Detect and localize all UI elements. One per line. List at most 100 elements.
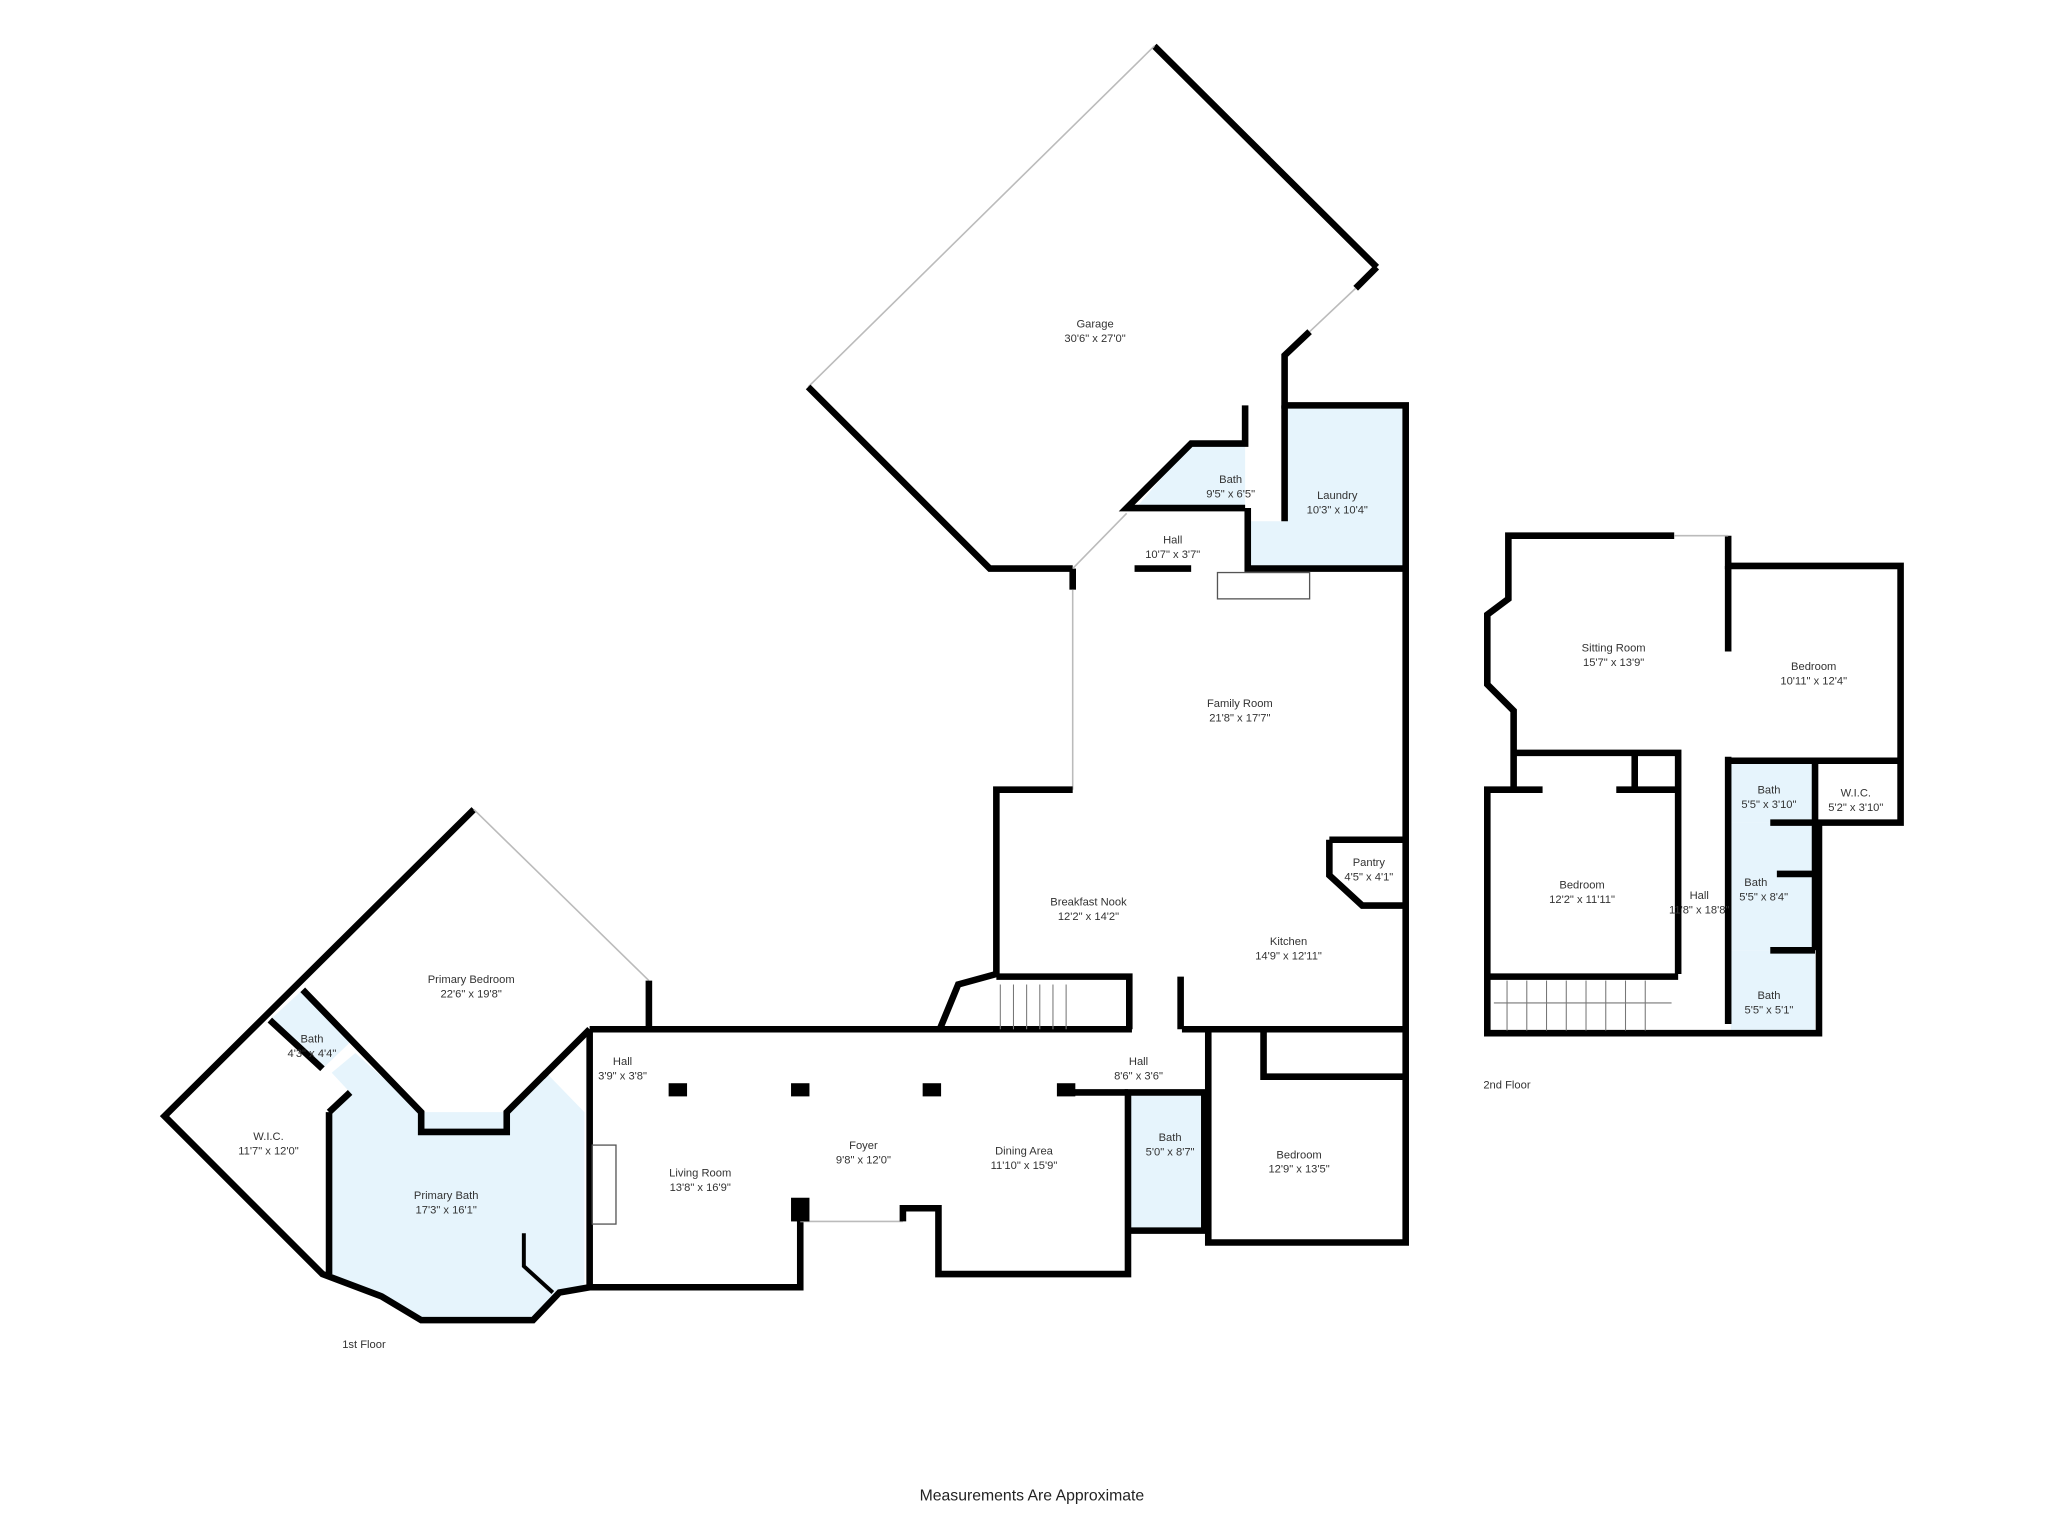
svg-text:11'10" x 15'9": 11'10" x 15'9" <box>991 1160 1058 1172</box>
svg-text:22'6" x 19'8": 22'6" x 19'8" <box>441 989 502 1001</box>
svg-text:21'8" x 17'7": 21'8" x 17'7" <box>1209 712 1270 724</box>
room-label-wic: W.I.C. 11'7" x 12'0" <box>238 1131 298 1157</box>
room-label-upper-wic: W.I.C.5'2" x 3'10" <box>1828 787 1883 813</box>
svg-text:5'5" x 3'10": 5'5" x 3'10" <box>1741 799 1796 811</box>
svg-text:W.I.C.: W.I.C. <box>253 1131 283 1143</box>
room-label-sitting-room: Sitting Room 15'7" x 13'9" <box>1582 643 1646 669</box>
svg-text:12'2" x 11'11": 12'2" x 11'11" <box>1549 894 1615 906</box>
svg-text:Hall: Hall <box>613 1056 632 1068</box>
room-label-bedroom-front: Bedroom 12'9" x 13'5" <box>1268 1149 1329 1175</box>
room-label-laundry: Laundry 10'3" x 10'4" <box>1307 490 1368 516</box>
svg-text:14'9" x 12'11": 14'9" x 12'11" <box>1255 951 1322 963</box>
room-label-upper-bath-1: Bath 5'5" x 3'10" <box>1741 785 1796 811</box>
walls-2nd-floor <box>1484 532 1904 1037</box>
svg-text:4'3" x 4'4": 4'3" x 4'4" <box>288 1048 337 1060</box>
upper-bath-3-fill <box>1730 950 1816 1031</box>
room-label-bath-front: Bath 5'0" x 8'7" <box>1146 1132 1195 1158</box>
primary-small-bath-fill <box>269 989 353 1069</box>
upper-bath-1-fill <box>1730 760 1816 823</box>
svg-text:9'8" x 12'0": 9'8" x 12'0" <box>836 1155 891 1167</box>
laundry-fill <box>1247 408 1404 566</box>
room-label-bath: Bath 9'5" x 6'5" <box>1206 474 1255 500</box>
svg-text:17'3" x 16'1": 17'3" x 16'1" <box>416 1205 477 1217</box>
room-label-breakfast-nook: Breakfast Nook 12'2" x 14'2" <box>1050 897 1127 923</box>
svg-text:15'7" x 13'9": 15'7" x 13'9" <box>1583 657 1644 669</box>
svg-text:Garage: Garage <box>1076 319 1113 331</box>
svg-text:Bedroom: Bedroom <box>1559 879 1604 891</box>
room-label-upper-hall: Hall 11'8" x 18'8" <box>1669 890 1729 916</box>
svg-text:11'8" x 18'8": 11'8" x 18'8" <box>1669 904 1729 916</box>
room-label-garage: Garage 30'6" x 27'0" <box>1064 319 1125 345</box>
svg-text:8'6" x 3'6": 8'6" x 3'6" <box>1114 1070 1163 1082</box>
svg-text:9'5" x 6'5": 9'5" x 6'5" <box>1206 489 1255 501</box>
upper-bath-2-fill <box>1730 822 1816 951</box>
svg-text:Kitchen: Kitchen <box>1270 936 1307 948</box>
svg-text:Bath: Bath <box>1757 785 1780 797</box>
room-label-living-room: Living Room 13'8" x 16'9" <box>669 1168 731 1194</box>
svg-text:Sitting Room: Sitting Room <box>1582 643 1646 655</box>
floor-label-2nd: 2nd Floor <box>1483 1079 1530 1091</box>
svg-text:5'2" x 3'10": 5'2" x 3'10" <box>1828 802 1883 814</box>
walls-1st-floor <box>159 43 1409 1324</box>
room-labels: Garage 30'6" x 27'0" Bath 9'5" x 6'5" Laun… <box>238 319 1883 1217</box>
primary-bath-fill <box>329 1052 585 1321</box>
svg-text:4'5" x 4'1": 4'5" x 4'1" <box>1344 872 1393 884</box>
svg-text:10'11" x 12'4": 10'11" x 12'4" <box>1780 675 1847 687</box>
fireplace-living-room <box>591 1144 617 1225</box>
svg-text:Bedroom: Bedroom <box>1276 1149 1321 1161</box>
room-label-upper-bedroom-1: Bedroom 10'11" x 12'4" <box>1780 661 1847 687</box>
svg-text:Bath: Bath <box>1159 1132 1182 1144</box>
floor-label-1st: 1st Floor <box>342 1339 386 1351</box>
svg-text:Hall: Hall <box>1129 1056 1148 1068</box>
columns <box>668 1083 1076 1222</box>
footer-note: Measurements Are Approximate <box>920 1487 1145 1504</box>
room-label-primary-bath: Primary Bath 17'3" x 16'1" <box>414 1190 479 1216</box>
svg-text:Foyer: Foyer <box>849 1140 878 1152</box>
room-label-hall-front: Hall 8'6" x 3'6" <box>1114 1056 1163 1082</box>
wet-room-fills <box>269 408 1816 1321</box>
svg-text:Bath: Bath <box>1744 877 1767 889</box>
garage-bath-fill <box>1135 443 1246 509</box>
svg-text:Bath: Bath <box>1757 990 1780 1002</box>
svg-text:Primary Bedroom: Primary Bedroom <box>428 974 515 986</box>
room-label-primary-bedroom: Primary Bedroom 22'6" x 19'8" <box>428 974 515 1000</box>
svg-text:10'7" x 3'7": 10'7" x 3'7" <box>1145 549 1200 561</box>
svg-text:30'6" x 27'0": 30'6" x 27'0" <box>1064 333 1125 345</box>
room-label-primary-small-bath: Bath 4'3" x 4'4" <box>288 1033 337 1059</box>
svg-text:5'0" x 8'7": 5'0" x 8'7" <box>1146 1147 1195 1159</box>
svg-text:Bath: Bath <box>1219 474 1242 486</box>
room-label-foyer: Foyer 9'8" x 12'0" <box>836 1140 891 1166</box>
svg-text:Hall: Hall <box>1690 890 1709 902</box>
svg-text:Bedroom: Bedroom <box>1791 661 1836 673</box>
svg-text:5'5" x 5'1": 5'5" x 5'1" <box>1745 1004 1794 1016</box>
svg-text:13'8" x 16'9": 13'8" x 16'9" <box>670 1182 731 1194</box>
room-label-dining-area: Dining Area 11'10" x 15'9" <box>991 1145 1058 1171</box>
room-label-hall: Hall 10'7" x 3'7" <box>1145 535 1200 561</box>
svg-text:Hall: Hall <box>1163 535 1182 547</box>
room-label-upper-bath-2: Bath 5'5" x 8'4" <box>1739 877 1788 903</box>
room-label-kitchen: Kitchen 14'9" x 12'11" <box>1255 936 1322 962</box>
svg-text:Living Room: Living Room <box>669 1168 731 1180</box>
svg-text:Primary Bath: Primary Bath <box>414 1190 479 1202</box>
room-label-upper-bath-3: Bath 5'5" x 5'1" <box>1745 990 1794 1016</box>
svg-text:Laundry: Laundry <box>1317 490 1358 502</box>
svg-text:12'2" x 14'2": 12'2" x 14'2" <box>1058 911 1119 923</box>
svg-text:Bath: Bath <box>300 1033 323 1045</box>
bath-5-0-fill <box>1127 1092 1205 1229</box>
room-label-pantry: Pantry 4'5" x 4'1" <box>1344 857 1393 883</box>
svg-text:Pantry: Pantry <box>1353 857 1386 869</box>
staircase-1st-floor <box>999 984 1067 1030</box>
svg-text:11'7" x 12'0": 11'7" x 12'0" <box>238 1145 298 1157</box>
svg-text:Breakfast Nook: Breakfast Nook <box>1050 897 1127 909</box>
room-label-hall-small: Hall 3'9" x 3'8" <box>598 1056 647 1082</box>
svg-text:12'9" x 13'5": 12'9" x 13'5" <box>1268 1164 1329 1176</box>
svg-text:10'3" x 10'4": 10'3" x 10'4" <box>1307 504 1368 516</box>
fireplace-family-room <box>1216 571 1311 600</box>
svg-text:5'5" x 8'4": 5'5" x 8'4" <box>1739 891 1788 903</box>
svg-text:Dining Area: Dining Area <box>995 1145 1054 1157</box>
staircase-2nd-floor <box>1493 980 1672 1031</box>
room-label-upper-bedroom-2: Bedroom 12'2" x 11'11" <box>1549 879 1615 905</box>
svg-text:3'9" x 3'8": 3'9" x 3'8" <box>598 1070 647 1082</box>
